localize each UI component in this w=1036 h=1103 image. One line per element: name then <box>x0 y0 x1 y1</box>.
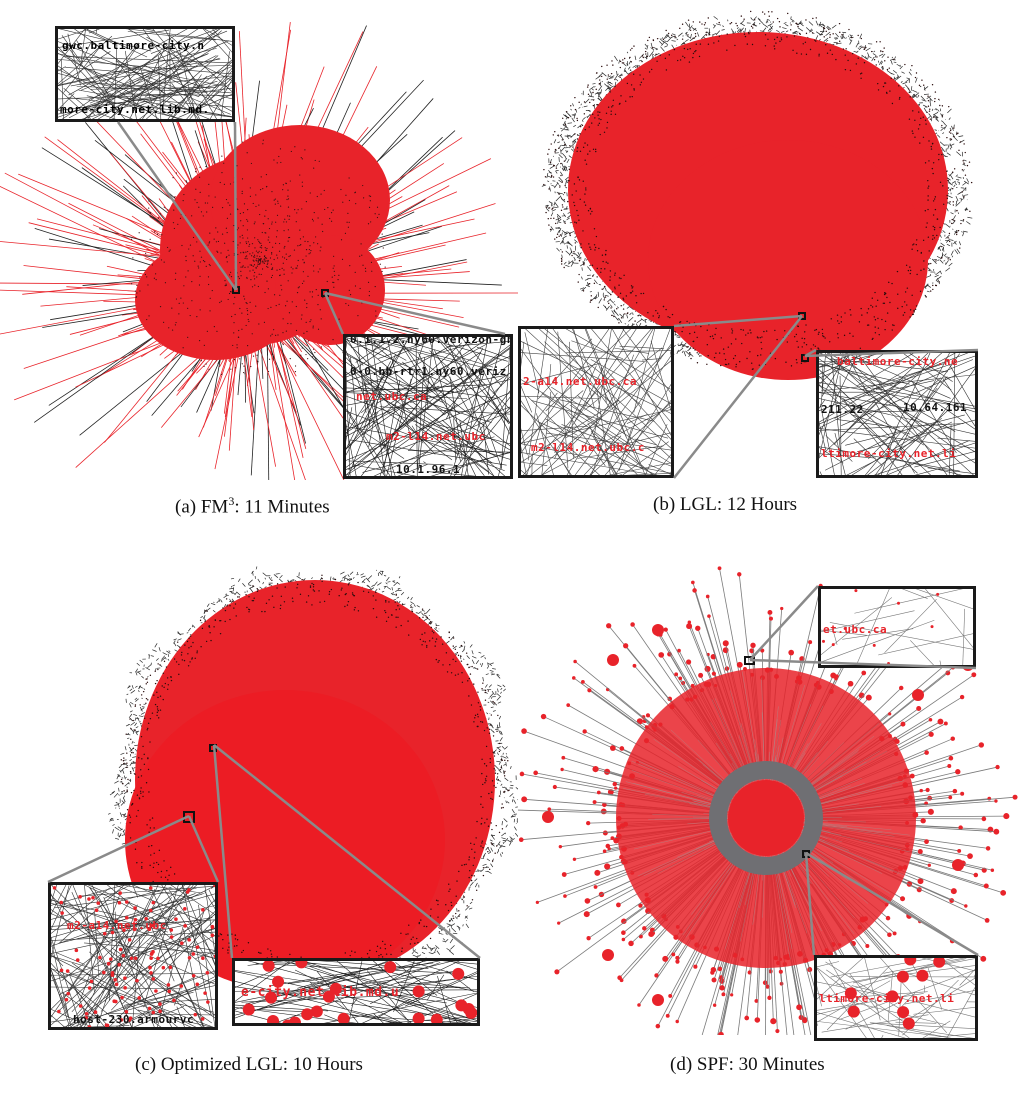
panel-c: m2-a14.net.ubc host-230.armourvc e-city.… <box>0 545 518 1090</box>
fm3-graph-drawing <box>0 22 518 480</box>
zoom-inset: gwc.baltimore-city.n more-city.net.lib.m… <box>55 26 235 122</box>
caption-b: (b) LGL: 12 Hours <box>653 494 798 515</box>
panel-a: gwc.baltimore-city.n more-city.net.lib.m… <box>0 0 518 530</box>
node-label: ltimore-city.net.li <box>819 992 955 1005</box>
zoom-inset: 0.1.1.2.ny60.verizon-gn 0-0.bb-rtr1.ny60… <box>343 334 513 479</box>
node-label: gwc.baltimore-city.n <box>62 39 205 52</box>
node-label: 10.1.96.1 <box>396 463 461 476</box>
node-label: 0-0.bb-rtr1.ny60.veriz <box>350 365 507 378</box>
node-label: more-city.net.lib.md. <box>60 103 210 116</box>
zoom-inset: baltimore-city.ne 211.22 10.64.161 ltimo… <box>816 350 978 478</box>
zoom-marker <box>321 289 329 297</box>
zoom-inset: et.ubc.ca <box>818 586 976 668</box>
zoom-marker <box>183 811 195 823</box>
node-label: m2-l14.net.ubc.c <box>531 441 645 454</box>
zoom-marker <box>801 354 809 362</box>
node-label: net.ubc.ca <box>356 390 428 403</box>
zoom-inset: e-city.net.lib.md.u <box>232 958 480 1026</box>
node-label: et.ubc.ca <box>823 623 888 636</box>
node-label: host-230.armourvc <box>73 1013 195 1026</box>
node-label: 10.64.161 <box>903 401 968 414</box>
panel-d: et.ubc.ca ltimore-city.net.li (d) SPF: 3… <box>518 545 1036 1090</box>
caption-d: (d) SPF: 30 Minutes <box>670 1054 825 1075</box>
caption-a: (a) FM3: 11 Minutes <box>175 494 330 518</box>
zoom-inset: ltimore-city.net.li <box>814 955 978 1041</box>
node-label: 211.22 <box>821 403 864 416</box>
node-label: baltimore-city.ne <box>837 355 959 368</box>
caption-c: (c) Optimized LGL: 10 Hours <box>135 1054 363 1075</box>
zoom-inset: 2-a14.net.ubc.ca m2-l14.net.ubc.c <box>518 326 674 478</box>
node-label: ltimore-city.net.li <box>821 447 957 460</box>
zoom-marker <box>209 744 217 752</box>
panel-b: 2-a14.net.ubc.ca m2-l14.net.ubc.c baltim… <box>518 0 1036 530</box>
node-label: e-city.net.lib.md.u <box>241 985 400 1000</box>
node-label: 0.1.1.2.ny60.verizon-gn <box>350 334 513 346</box>
zoom-inset: m2-a14.net.ubc host-230.armourvc <box>48 882 218 1030</box>
zoom-marker <box>232 286 240 294</box>
zoom-marker <box>802 850 810 858</box>
node-label: m2-a14.net.ubc <box>67 919 167 932</box>
node-label: 2-a14.net.ubc.ca <box>523 375 637 388</box>
node-label: m2-l14.net.ubc <box>386 430 486 443</box>
zoom-marker <box>798 312 806 320</box>
zoom-marker <box>744 656 755 665</box>
